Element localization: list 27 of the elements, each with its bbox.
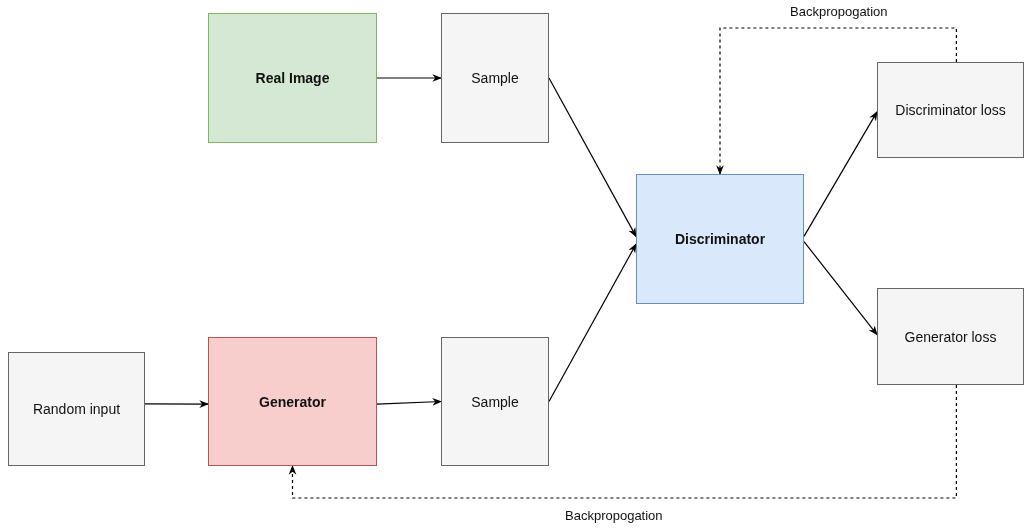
box-label: Random input: [32, 401, 121, 417]
process-box: [877, 288, 1024, 385]
process-box: [208, 337, 377, 466]
arrow: [376, 398, 442, 406]
edge-label: Backpropogation: [788, 4, 890, 19]
arrow: [144, 400, 209, 408]
arrow: [548, 77, 637, 238]
arrow: [803, 241, 878, 336]
process-box: [208, 13, 377, 143]
box-label: Discriminator loss: [895, 102, 1006, 118]
box-label: Sample: [471, 70, 519, 86]
process-box: [441, 13, 549, 143]
box-label: Generator: [259, 393, 326, 410]
process-box: [441, 337, 549, 466]
arrow: [803, 111, 878, 237]
process-box: [636, 174, 804, 304]
arrow: [716, 27, 957, 175]
process-box: [8, 352, 145, 466]
box-label: Real Image: [255, 70, 330, 86]
box-label: Sample: [471, 393, 519, 410]
box-label: Discriminator: [674, 231, 766, 247]
process-box: [877, 62, 1024, 158]
arrow: [376, 74, 442, 82]
edge-label: Backpropogation: [563, 508, 665, 523]
arrow: [288, 384, 957, 499]
arrow: [548, 243, 637, 403]
box-label: Generator loss: [904, 328, 997, 345]
